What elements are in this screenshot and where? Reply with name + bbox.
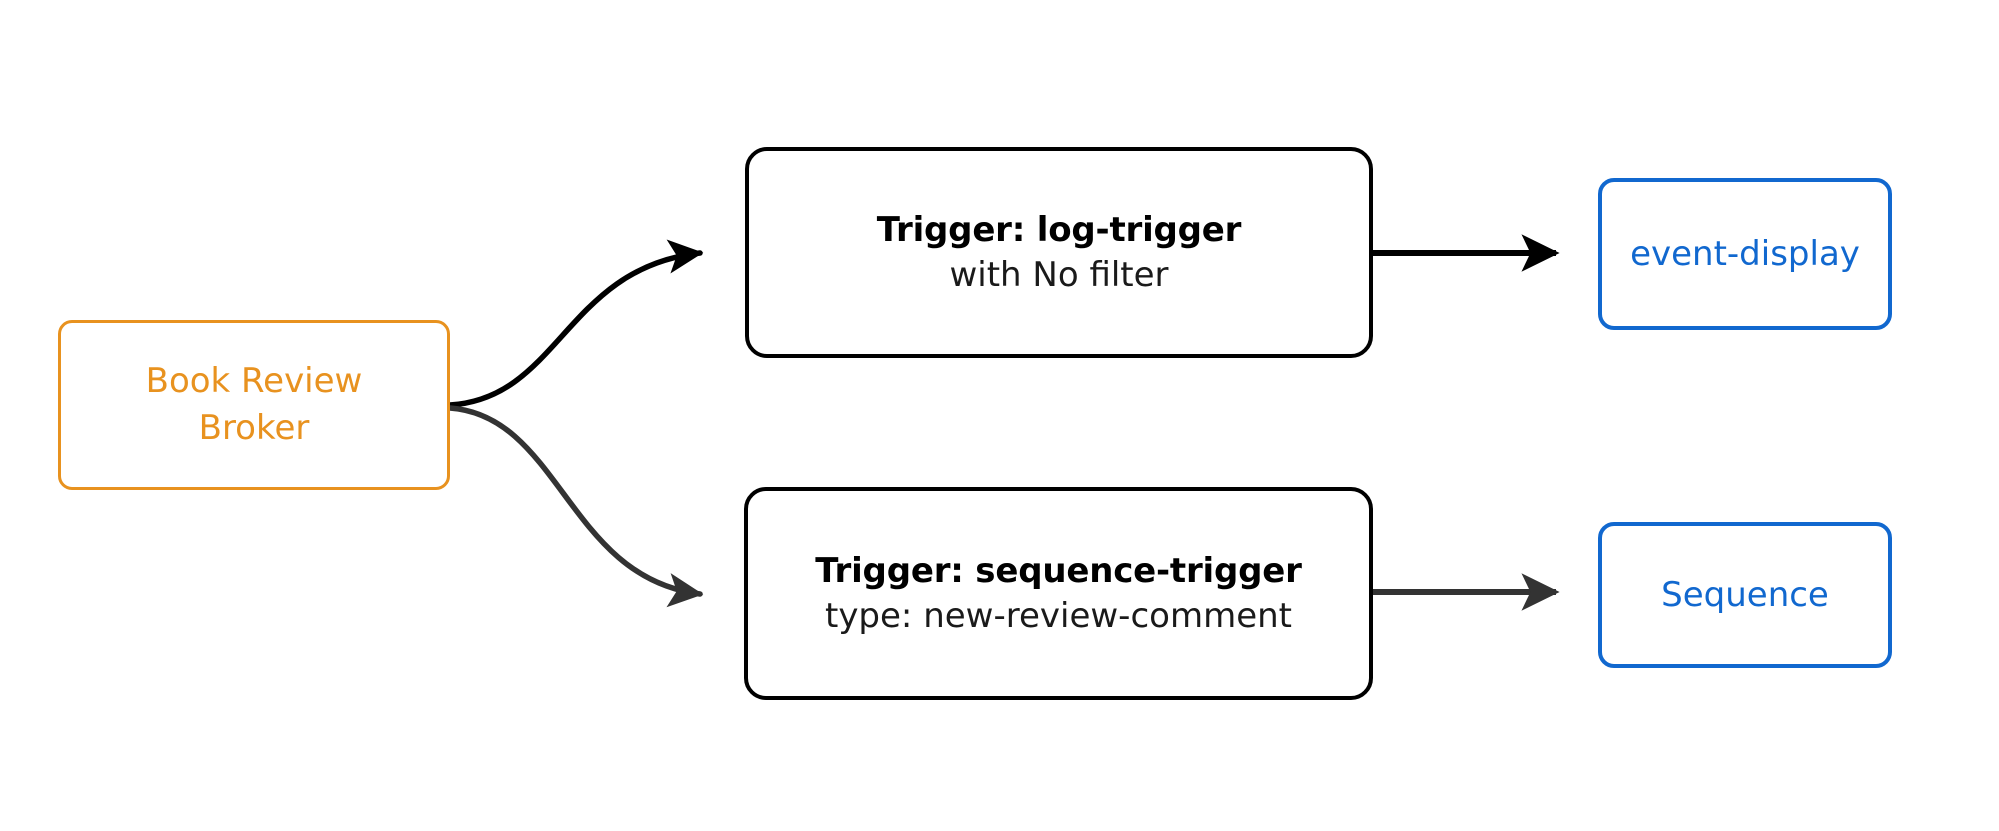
trigger-log-title: Trigger: log-trigger bbox=[876, 210, 1242, 251]
node-book-review-broker[interactable]: Book Review Broker bbox=[58, 320, 450, 490]
node-sink-event-display[interactable]: event-display bbox=[1598, 178, 1892, 330]
sink-event-display-label: event-display bbox=[1630, 233, 1860, 274]
node-trigger-sequence-trigger[interactable]: Trigger: sequence-trigger type: new-revi… bbox=[744, 487, 1373, 700]
trigger-sequence-subtitle: type: new-review-comment bbox=[824, 595, 1292, 636]
sink-sequence-label: Sequence bbox=[1661, 574, 1829, 615]
node-trigger-log-trigger[interactable]: Trigger: log-trigger with No filter bbox=[745, 147, 1373, 358]
node-sink-sequence[interactable]: Sequence bbox=[1598, 522, 1892, 668]
trigger-log-subtitle: with No filter bbox=[949, 254, 1169, 295]
edge-broker-to-sequence-trigger bbox=[447, 405, 704, 608]
edge-broker-to-log-trigger bbox=[447, 239, 704, 408]
broker-label-line-1: Book Review bbox=[145, 361, 363, 402]
broker-label-line-2: Broker bbox=[198, 408, 310, 448]
trigger-sequence-title: Trigger: sequence-trigger bbox=[815, 551, 1302, 592]
